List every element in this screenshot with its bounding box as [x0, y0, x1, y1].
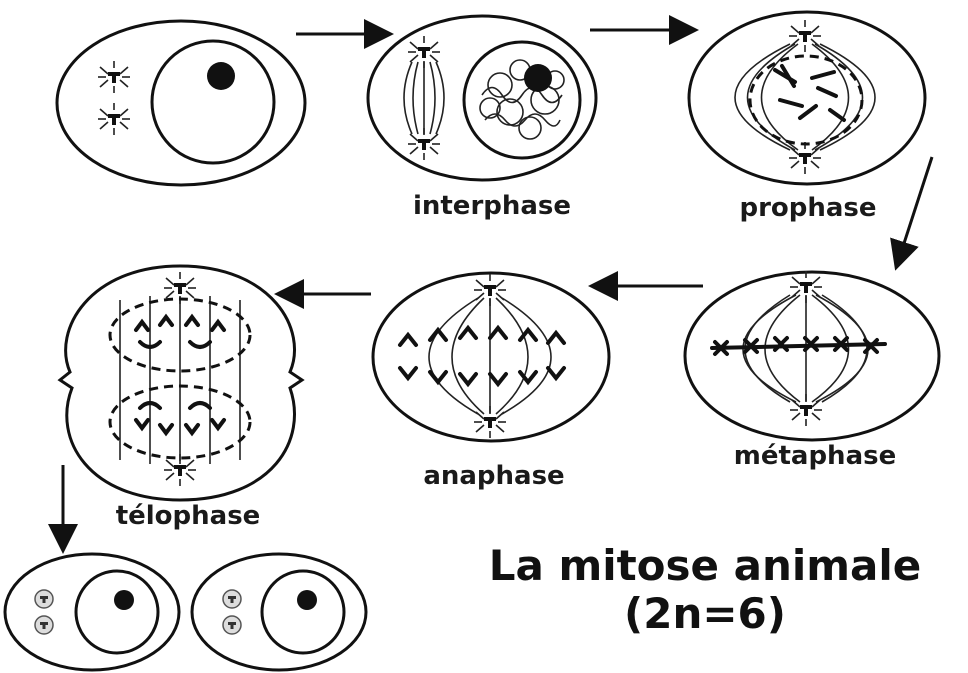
arrow-to-metaphase [897, 157, 932, 265]
daughter-cell-right [192, 554, 366, 670]
stage-label-metaphase: métaphase [734, 441, 896, 471]
stage-label-anaphase: anaphase [423, 461, 564, 491]
cell-telophase [60, 266, 302, 500]
cell-initial [57, 21, 305, 185]
diagram-subtitle: (2n=6) [624, 589, 786, 638]
daughter-cell-left [5, 554, 179, 670]
stage-label-prophase: prophase [739, 193, 876, 223]
cell-interphase [368, 16, 596, 180]
stage-label-telophase: télophase [116, 501, 261, 531]
cell-prophase [689, 12, 925, 184]
stage-label-interphase: interphase [413, 191, 571, 221]
cell-anaphase [373, 273, 609, 441]
diagram-title: La mitose animale [489, 541, 922, 590]
cell-metaphase [685, 271, 939, 440]
